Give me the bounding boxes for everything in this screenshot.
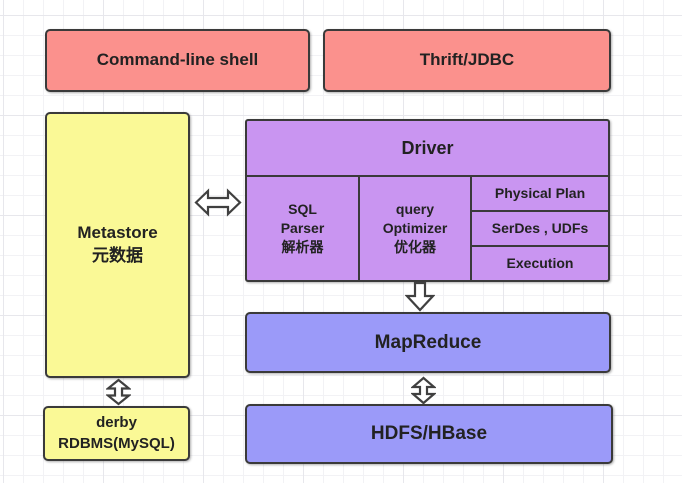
double-arrow-icon-mapreduce-hdfs [411, 376, 436, 405]
node-label: Metastore 元数据 [77, 223, 158, 265]
node-query-optimizer: query Optimizer 优化器 [360, 177, 472, 280]
node-sql-parser: SQL Parser 解析器 [247, 177, 360, 280]
node-derby-rdbms: derby RDBMS(MySQL) [43, 406, 190, 461]
node-thrift-jdbc: Thrift/JDBC [323, 29, 611, 92]
double-arrow-icon-metastore-derby [106, 378, 131, 406]
down-arrow-icon-driver-mapreduce [405, 282, 435, 312]
driver-right-column: Physical Plan SerDes , UDFs Execution [472, 177, 608, 280]
node-label: HDFS/HBase [370, 423, 488, 445]
node-physical-plan: Physical Plan [472, 177, 608, 212]
node-driver-title: Driver [247, 121, 608, 177]
node-metastore: Metastore 元数据 [45, 112, 190, 378]
node-label: Command-line shell [96, 50, 259, 70]
node-label: MapReduce [374, 331, 482, 353]
node-hdfs-hbase: HDFS/HBase [245, 404, 613, 464]
node-driver-group: Driver SQL Parser 解析器 query Optimizer 优化… [245, 119, 610, 282]
node-label: derby RDBMS(MySQL) [58, 414, 175, 452]
node-mapreduce: MapReduce [245, 312, 611, 373]
node-label: Thrift/JDBC [419, 50, 515, 70]
node-execution: Execution [506, 255, 574, 272]
node-serdes-udfs: SerDes , UDFs [472, 212, 608, 247]
node-command-line-shell: Command-line shell [45, 29, 310, 92]
driver-subcomponents: SQL Parser 解析器 query Optimizer 优化器 Physi… [247, 177, 608, 280]
double-arrow-icon-metastore-driver [194, 188, 242, 217]
